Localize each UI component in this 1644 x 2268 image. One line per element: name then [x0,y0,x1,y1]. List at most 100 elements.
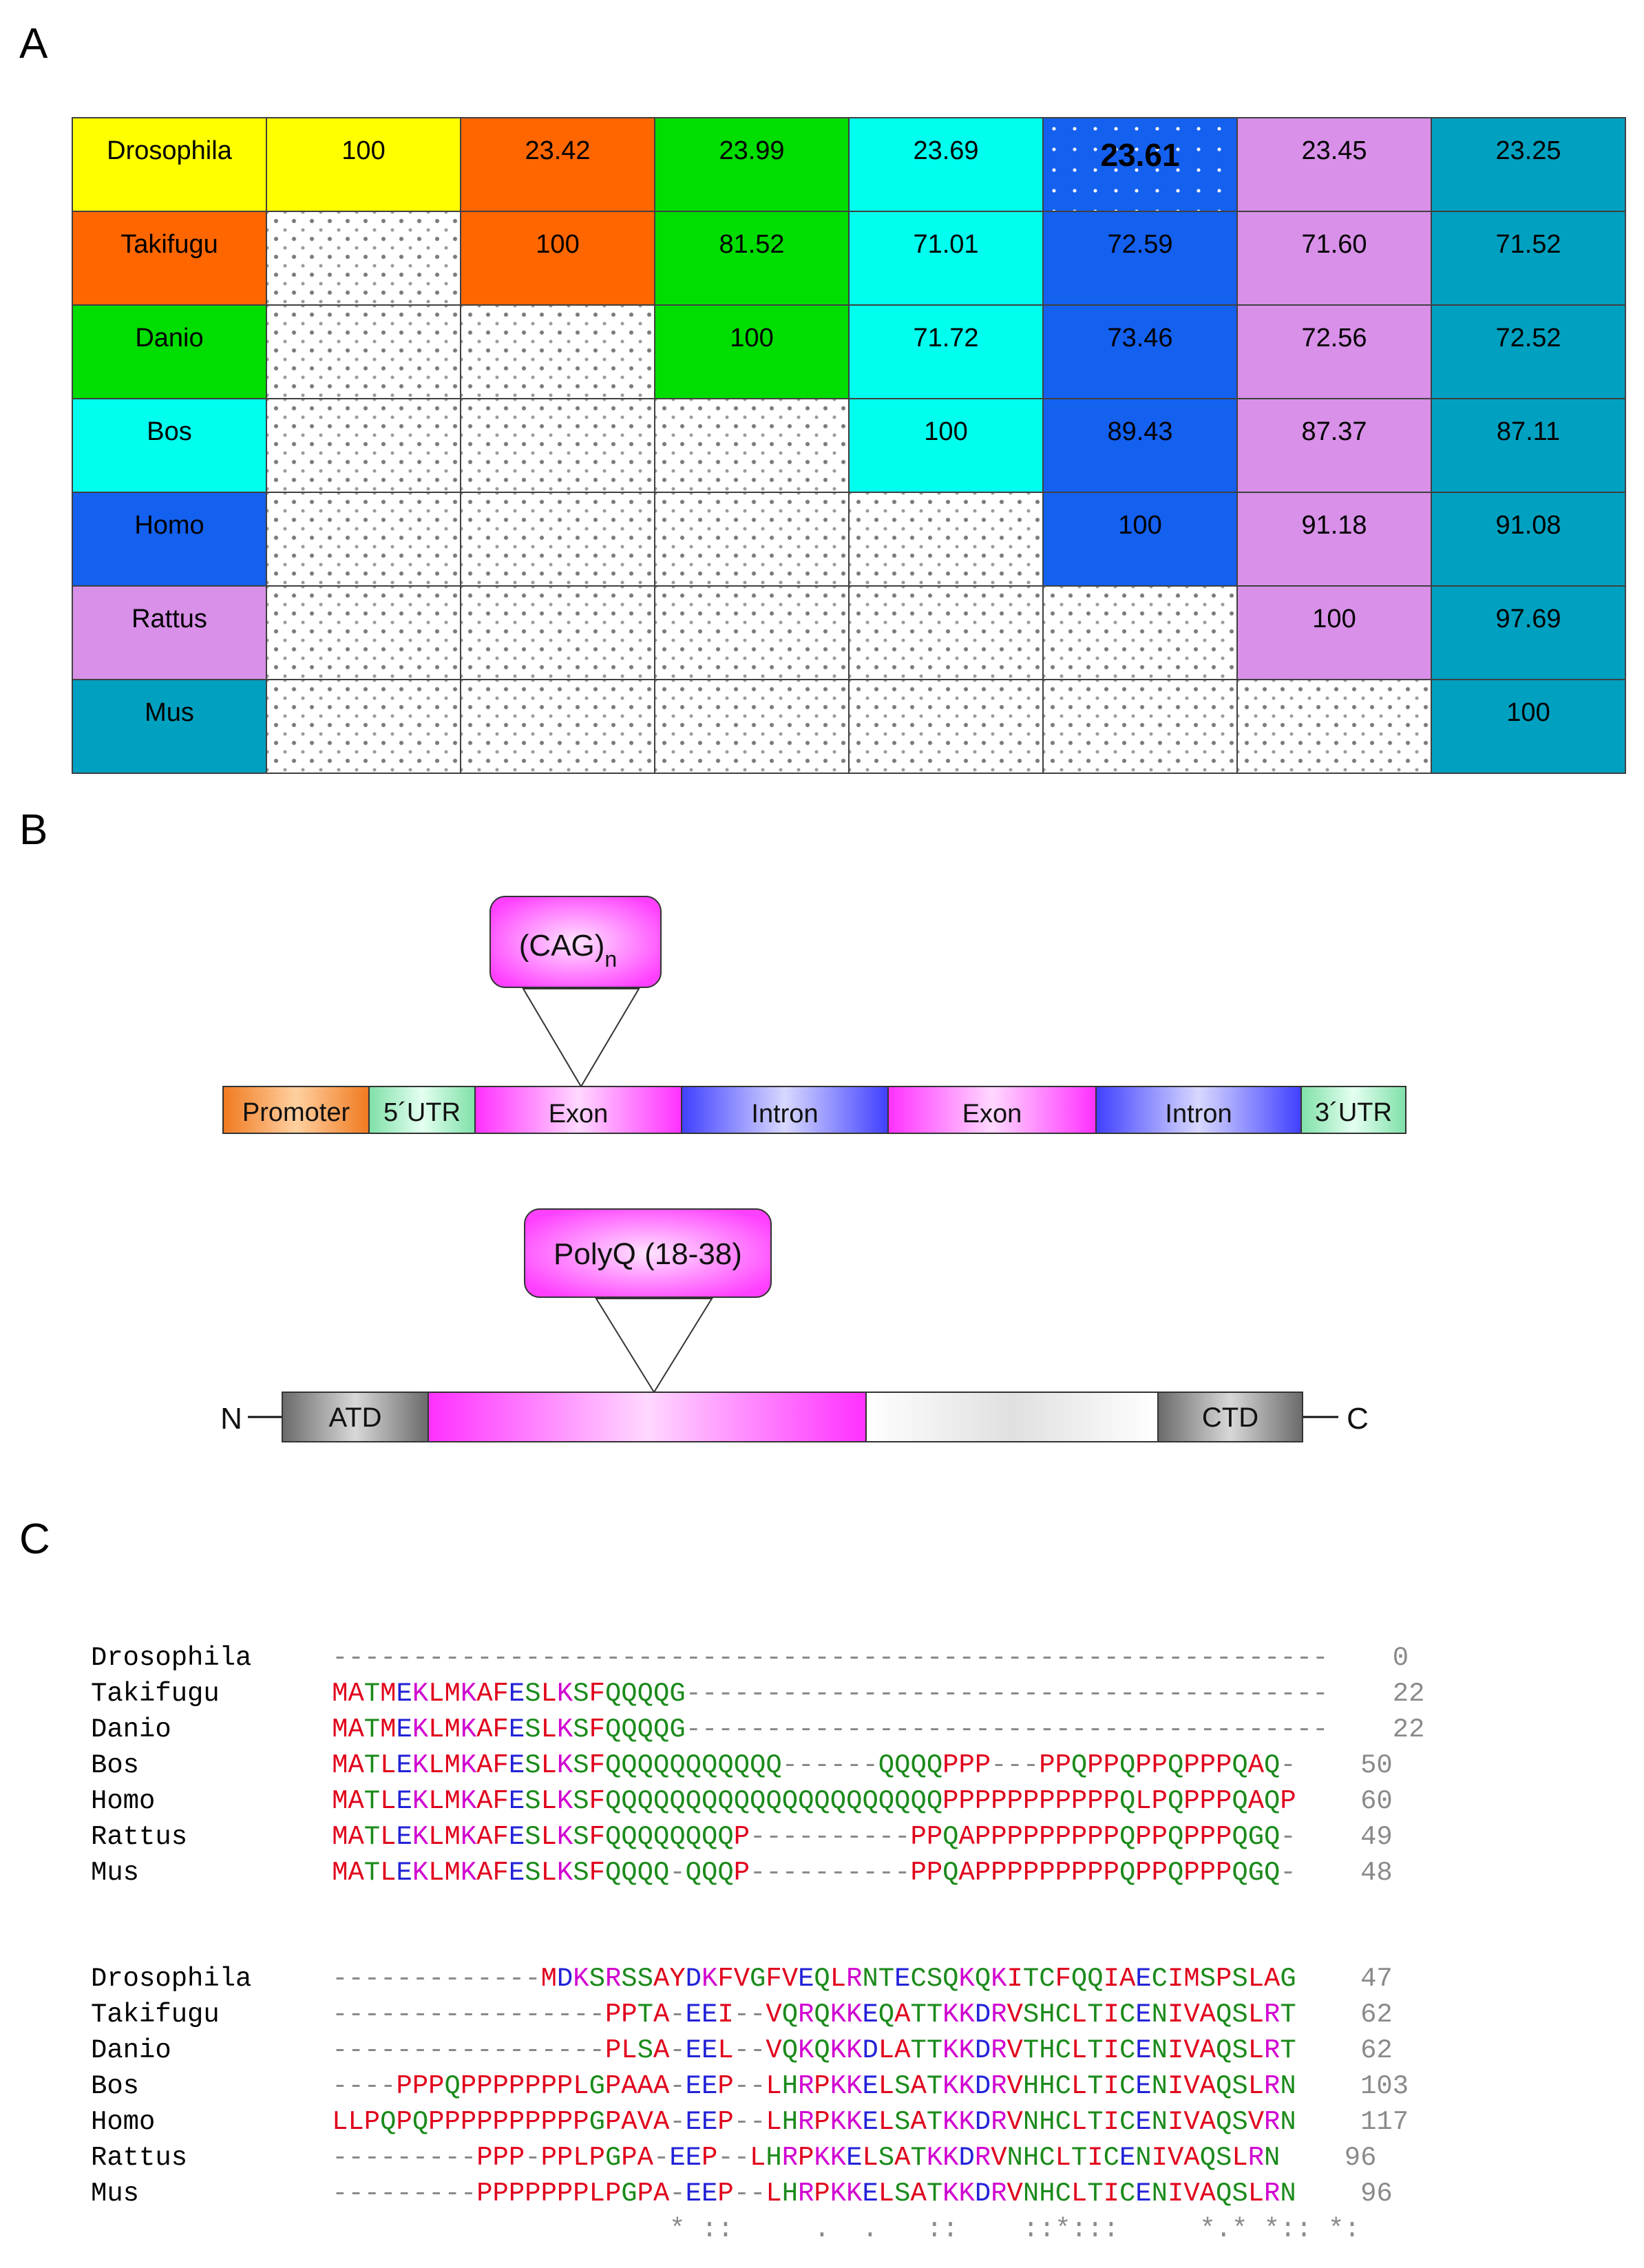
alignment-position: 22 [1392,1714,1425,1745]
alignment-sequence: MATLEKLMKAFESLKSFQQQQQQQQP----------PPQA… [332,1822,1296,1852]
alignment-species-name: Drosophila [91,1643,268,1673]
matrix-species-label: Homo [72,492,267,587]
alignment-position: 117 [1360,2107,1409,2137]
alignment-sequence: LLPQPQPPPPPPPPPPGPAVA-EEP--LHRPKKELSATKK… [332,2107,1296,2137]
matrix-empty-cell [460,304,655,399]
cag-insert-box [489,896,662,988]
matrix-cell: 100 [848,398,1044,493]
matrix-empty-cell [460,492,655,587]
alignment-row: Danio -----------------PLSA-EEL--VQKQKKD… [91,2033,1409,2068]
polyq-insert-box [524,1208,772,1298]
alignment-position: 22 [1392,1679,1425,1709]
matrix-cell: 100 [460,211,655,306]
matrix-empty-cell [266,211,461,306]
protein-ctd-label: CTD [1202,1403,1258,1433]
alignment-block-2: Drosophila -------------MDKSRSSAYDKFVGFV… [91,1961,1409,2247]
alignment-sequence: -----------------PLSA-EEL--VQKQKKDLATTKK… [332,2035,1296,2066]
matrix-empty-cell [1236,679,1432,774]
panel-label-a: A [19,20,48,67]
matrix-cell: 73.46 [1042,304,1238,399]
alignment-species-name: Takifugu [91,1999,268,2030]
protein-bar: N C ATD CTD [220,1392,1369,1442]
alignment-position: 48 [1360,1858,1393,1888]
alignment-position: 50 [1360,1750,1393,1781]
alignment-row: Danio MATMEKLMKAFESLKSFQQQQG------------… [91,1712,1424,1747]
matrix-empty-cell [460,398,655,493]
matrix-cell: 23.99 [654,117,850,212]
gene-label-3utr: 3´UTR [1315,1098,1392,1127]
matrix-empty-cell [848,492,1044,587]
alignment-position: 96 [1360,2178,1393,2209]
matrix-cell: 89.43 [1042,398,1238,493]
matrix-cell: 23.69 [848,117,1044,212]
alignment-sequence: MATLEKLMKAFESLKSFQQQQQQQQQQQQQQQQQQQQQPP… [332,1786,1296,1816]
matrix-cell: 71.52 [1431,211,1626,306]
gene-promoter [222,1086,370,1134]
matrix-cell: 23.61 [1042,117,1238,212]
alignment-sequence: ---------PPPPPPPLPGPA-EEP--LHRPKKELSATKK… [332,2178,1296,2209]
matrix-empty-cell [654,679,850,774]
alignment-species-name: Homo [91,1786,268,1816]
matrix-species-label: Takifugu [72,211,267,306]
alignment-row: Rattus MATLEKLMKAFESLKSFQQQQQQQQP-------… [91,1819,1424,1855]
alignment-sequence: MATMEKLMKAFESLKSFQQQQG------------------… [332,1714,1329,1745]
protein-atd-label: ATD [328,1403,381,1433]
matrix-empty-cell [266,585,461,680]
protein-ctd [1157,1392,1303,1442]
matrix-empty-cell [1042,585,1238,680]
protein-n-terminus: N [220,1402,242,1436]
alignment-position: 60 [1360,1786,1393,1816]
gene-exon-2 [887,1086,1097,1134]
matrix-species-label: Drosophila [72,117,267,212]
matrix-empty-cell [1042,679,1238,774]
matrix-cell: 72.52 [1431,304,1626,399]
alignment-sequence: ----PPPQPPPPPPPLGPAAA-EEP--LHRPKKELSATKK… [332,2071,1296,2101]
alignment-row: Rattus ---------PPP-PPLPGPA-EEP--LHRPKKE… [91,2140,1409,2176]
panel-label-c: C [19,1515,50,1563]
matrix-empty-cell [460,585,655,680]
cag-insert-label: (CAG)n [519,929,617,972]
alignment-sequence: ---------PPP-PPLPGPA-EEP--LHRPKKELSATKKD… [332,2143,1281,2173]
alignment-species-name: Drosophila [91,1964,268,1994]
matrix-cell: 100 [1042,492,1238,587]
protein-c-terminus: C [1347,1402,1369,1436]
panel-label-b: B [19,806,48,854]
matrix-empty-cell [266,492,461,587]
gene-label-5utr: 5´UTR [383,1098,461,1127]
gene-intron-1 [681,1086,889,1134]
alignment-species-name: Rattus [91,2143,268,2173]
gene-label-intron-1: Intron [751,1100,818,1128]
matrix-cell: 100 [654,304,850,399]
alignment-position: 47 [1360,1964,1393,1994]
alignment-row: Mus MATLEKLMKAFESLKSFQQQQ-QQQP----------… [91,1855,1424,1891]
cag-insert-triangle [522,988,640,1088]
protein-middle-region [865,1392,1159,1442]
matrix-empty-cell [460,679,655,774]
alignment-position: 62 [1360,1999,1393,2030]
alignment-species-name: Mus [91,2178,268,2209]
matrix-cell: 100 [266,117,461,212]
alignment-row: Takifugu -----------------PPTA-EEI--VQRQ… [91,1997,1409,2033]
matrix-cell: 87.11 [1431,398,1626,493]
gene-intron-2 [1095,1086,1302,1134]
matrix-empty-cell [654,398,850,493]
alignment-species-name: Bos [91,1750,268,1781]
gene-label-promoter: Promoter [242,1098,350,1127]
matrix-cell: 72.56 [1236,304,1432,399]
matrix-empty-cell [266,304,461,399]
alignment-sequence: -----------------PPTA-EEI--VQRQKKEQATTKK… [332,1999,1296,2030]
alignment-row: Drosophila -------------MDKSRSSAYDKFVGFV… [91,1961,1409,1997]
matrix-cell: 72.59 [1042,211,1238,306]
gene-5utr [368,1086,476,1134]
matrix-cell: 87.37 [1236,398,1432,493]
alignment-consensus: * :: . . :: ::*::: *.* *:: *: [91,2214,1360,2245]
matrix-species-label: Bos [72,398,267,493]
matrix-cell: 97.69 [1431,585,1626,680]
alignment-block-1: Drosophila -----------------------------… [91,1640,1424,1891]
matrix-cell: 23.25 [1431,117,1626,212]
protein-polyq-region [428,1392,867,1442]
alignment-sequence: ----------------------------------------… [332,1643,1329,1673]
